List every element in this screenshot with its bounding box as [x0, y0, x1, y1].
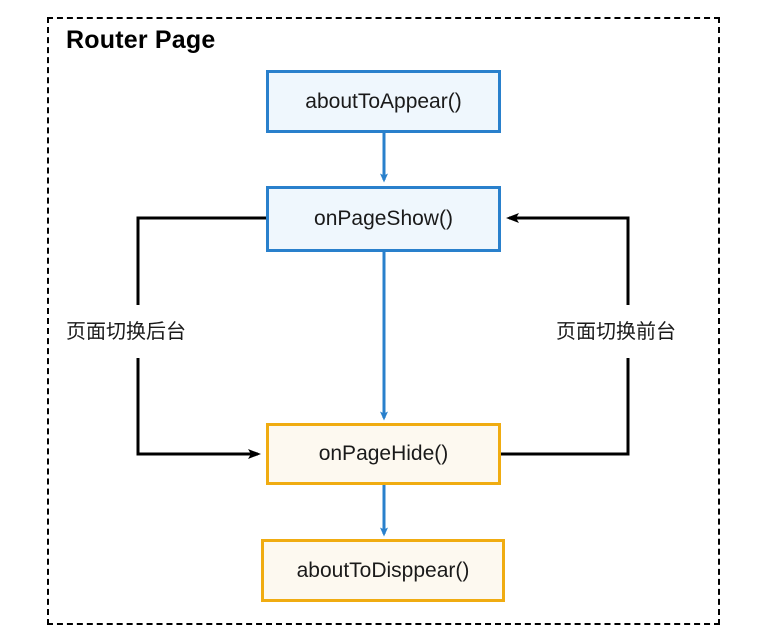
node-about-to-appear[interactable]: aboutToAppear()	[266, 70, 501, 133]
edge-label-to-foreground: 页面切换前台	[556, 321, 676, 343]
page-title: Router Page	[66, 26, 216, 54]
node-about-to-disappear[interactable]: aboutToDisppear()	[261, 539, 505, 602]
router-page-group-frame	[47, 17, 720, 625]
node-on-page-show[interactable]: onPageShow()	[266, 186, 501, 252]
node-on-page-hide[interactable]: onPageHide()	[266, 423, 501, 485]
edge-label-to-background: 页面切换后台	[66, 321, 186, 343]
